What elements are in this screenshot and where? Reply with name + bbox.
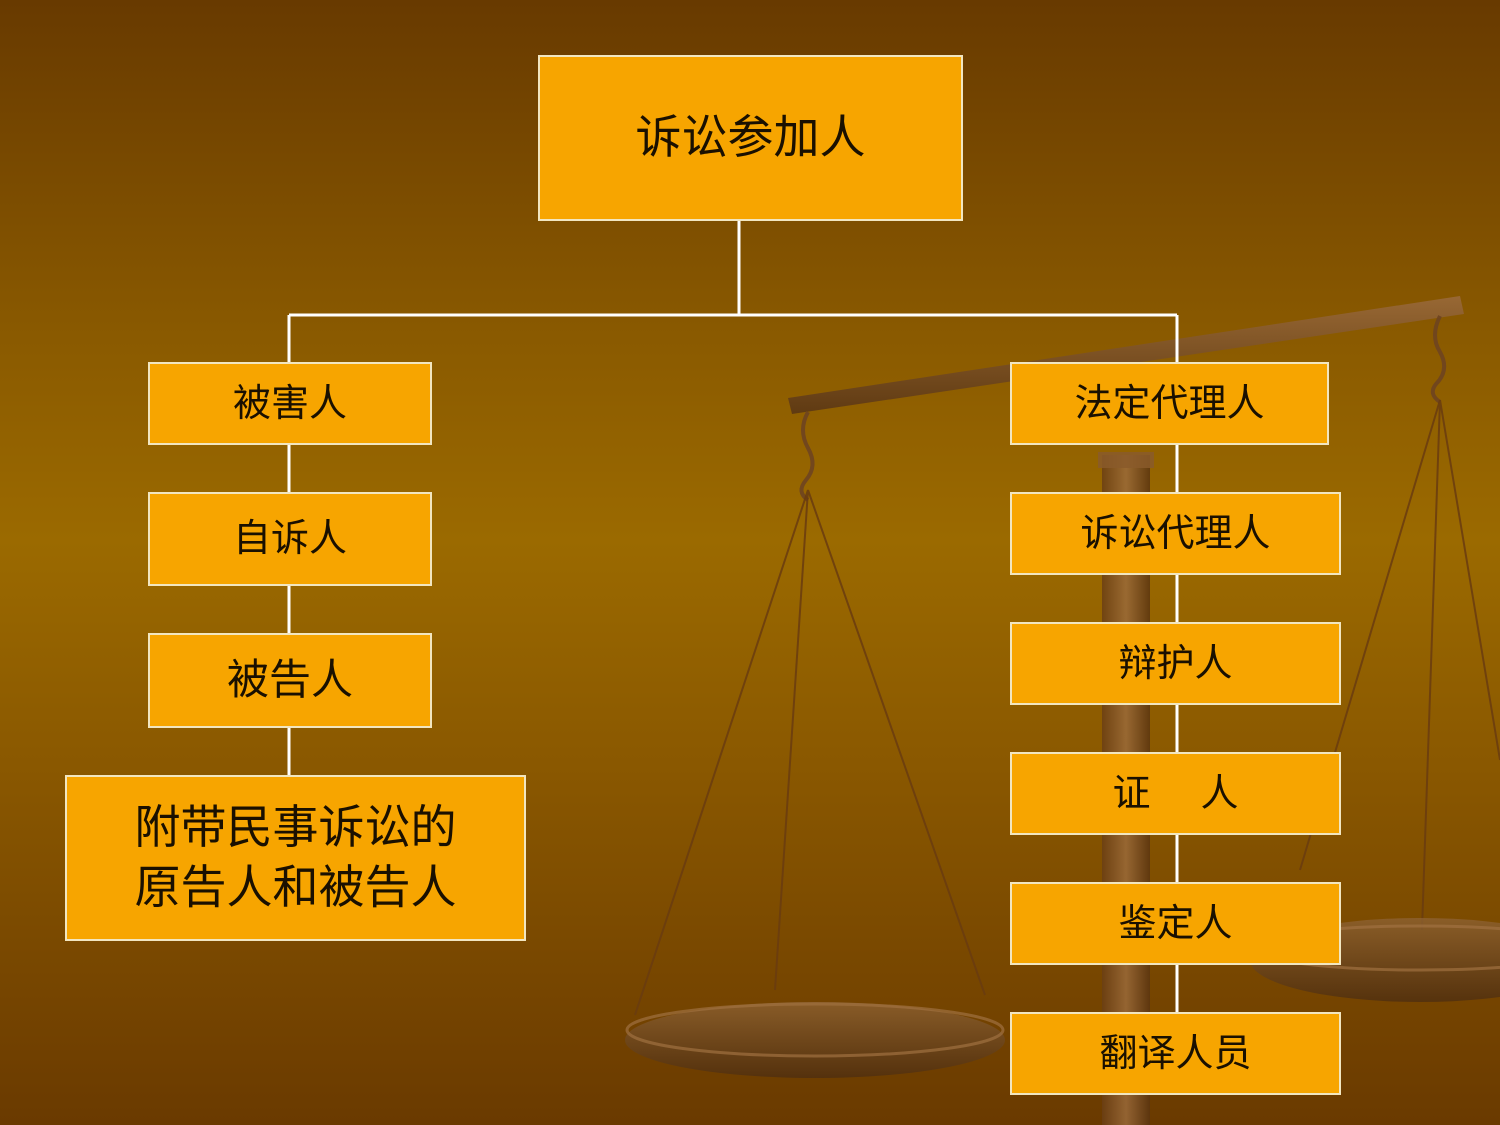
node-witness: 证 人	[1010, 752, 1341, 835]
node-victim-label: 被害人	[232, 380, 347, 425]
scale-right-hook	[1430, 315, 1447, 404]
node-translator-label: 翻译人员	[1099, 1030, 1252, 1075]
scale-beam	[788, 296, 1464, 414]
scale-left-strings	[634, 489, 986, 1016]
node-litigation-agent: 诉讼代理人	[1010, 492, 1341, 575]
node-victim: 被害人	[148, 362, 432, 445]
node-witness-label: 证 人	[1112, 770, 1239, 815]
node-defendant-label: 被告人	[226, 655, 353, 705]
node-legal-representative-label: 法定代理人	[1074, 380, 1265, 425]
node-litigation-agent-label: 诉讼代理人	[1080, 510, 1271, 555]
root-node: 诉讼参加人	[538, 55, 963, 221]
node-civil-parties-line-2: 原告人和被告人	[134, 860, 457, 914]
node-civil-parties-line-1: 附带民事诉讼的	[134, 800, 457, 855]
node-expert-witness-label: 鉴定人	[1118, 900, 1233, 945]
scale-left-hook	[799, 411, 815, 502]
scale-post-cap	[1098, 452, 1154, 468]
node-legal-representative: 法定代理人	[1010, 362, 1329, 445]
node-expert-witness: 鉴定人	[1010, 882, 1341, 965]
root-label: 诉讼参加人	[635, 110, 866, 165]
node-defendant: 被告人	[148, 633, 432, 728]
node-private-prosecutor: 自诉人	[148, 492, 432, 586]
node-translator: 翻译人员	[1010, 1012, 1341, 1095]
scale-left-pan-rim	[625, 1002, 1005, 1058]
node-defender: 辩护人	[1010, 622, 1341, 705]
node-defender-label: 辩护人	[1118, 640, 1233, 685]
node-civil-parties: 附带民事诉讼的 原告人和被告人	[65, 775, 526, 941]
scale-left-pan	[625, 1002, 1005, 1078]
node-private-prosecutor-label: 自诉人	[232, 516, 347, 561]
